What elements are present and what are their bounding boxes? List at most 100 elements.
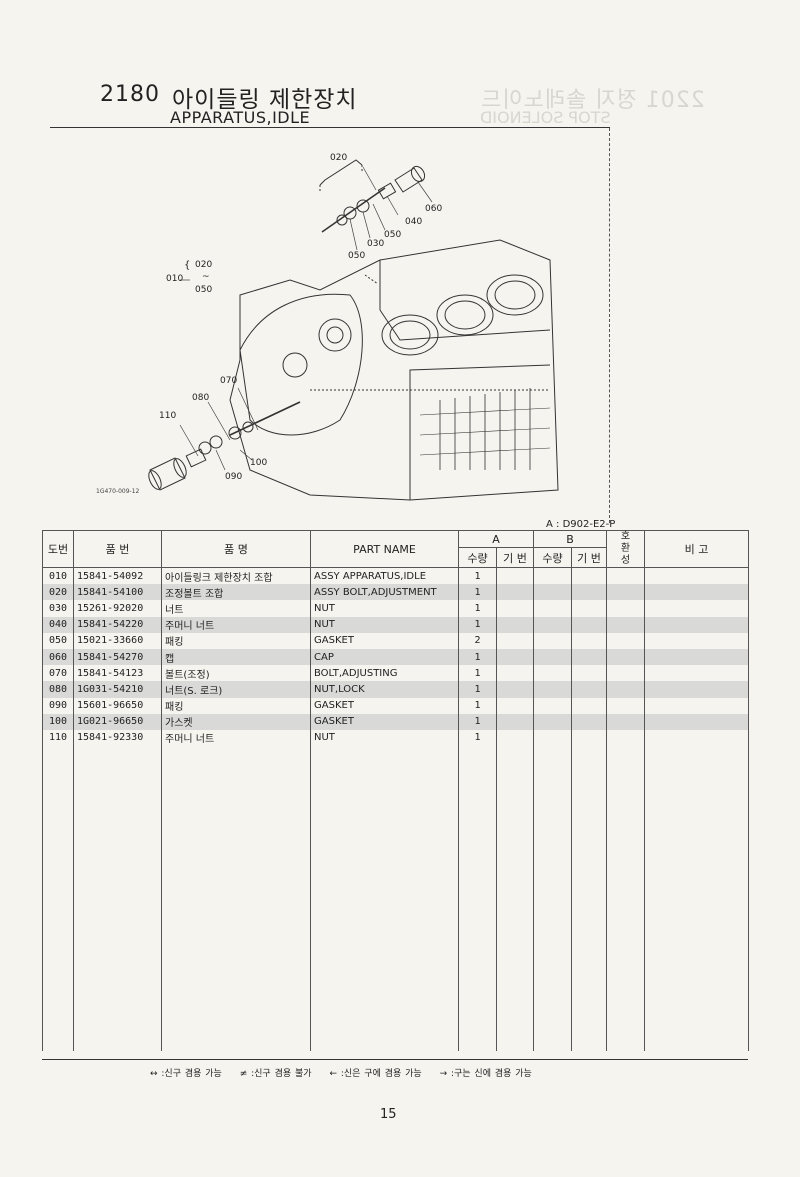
row-qty-a: 1 [458, 697, 497, 714]
callout-100: 100 [250, 458, 268, 468]
row-ref: 050 [42, 632, 74, 649]
row-part-number: 15841-92330 [73, 729, 162, 747]
header-name-korean: 품 명 [161, 530, 311, 568]
callout-020: 020 [330, 153, 348, 163]
row-ref: 100 [42, 713, 74, 730]
header-remarks: 비 고 [644, 530, 750, 568]
adjustment-bolt-assembly [319, 159, 426, 285]
cylinder-bore [381, 314, 439, 356]
callout-050: 050 [384, 230, 402, 240]
header-qty-b: 수량 [533, 547, 572, 568]
row-ref: 070 [42, 665, 74, 682]
engine-block-outline [229, 239, 559, 501]
row-name-korean: 가스켓 [161, 713, 311, 730]
row-name-korean: 너트(S. 로크) [161, 681, 311, 698]
callout-080: 080 [192, 393, 210, 403]
header-part-name: PART NAME [310, 530, 459, 568]
row-part-name: ASSY APPARATUS,IDLE [310, 567, 459, 585]
table-row: 100 1G021-96650 가스켓 GASKET 1 [42, 713, 750, 730]
header-code-b: 기 번 [570, 547, 608, 568]
row-part-number: 15841-54270 [73, 648, 162, 666]
row-ref: 080 [42, 681, 74, 698]
gear-housing [239, 293, 363, 436]
table-row: 090 15601-96650 패킹 GASKET 1 [42, 697, 750, 714]
row-qty-a: 1 [458, 729, 497, 747]
callout-090: 090 [225, 472, 243, 482]
table-row: 080 1G031-54210 너트(S. 로크) NUT,LOCK 1 [42, 681, 750, 698]
row-name-korean: 주머니 너트 [161, 616, 311, 633]
table-bottom-rule [42, 1059, 748, 1060]
row-ref: 020 [42, 584, 74, 601]
header-qty-a: 수량 [458, 547, 497, 568]
row-ref: 110 [42, 729, 74, 747]
row-part-number: 15841-54100 [73, 584, 162, 601]
title-rule [50, 127, 610, 128]
row-part-number: 1G021-96650 [73, 713, 162, 730]
row-qty-a: 2 [458, 632, 497, 649]
row-part-number: 15841-54123 [73, 665, 162, 682]
callout-070: 070 [220, 376, 238, 386]
table-row: 050 15021-33660 패킹 GASKET 2 [42, 632, 750, 649]
legend-item: ← :신은 구에 겸용 가능 [329, 1069, 422, 1079]
page-number: 15 [380, 1107, 397, 1122]
row-ref: 060 [42, 648, 74, 666]
callout-030: 030 [367, 239, 385, 249]
figure-code: 1G470-009-12 [96, 488, 140, 495]
callout-060: 060 [425, 204, 443, 214]
table-row: 060 15841-54270 캡 CAP 1 [42, 648, 750, 666]
callout-050-b: 050 [348, 251, 366, 261]
header-model-a: A [458, 529, 534, 549]
legend-item: ↔ :신구 겸용 가능 [150, 1069, 222, 1079]
header-ref: 도번 [42, 530, 74, 568]
callout-010: 010 [166, 274, 184, 284]
table-row: 030 15261-92020 너트 NUT 1 [42, 600, 750, 617]
table-row: 110 15841-92330 주머니 너트 NUT 1 [42, 729, 750, 747]
row-part-name: NUT,LOCK [310, 681, 459, 698]
row-part-number: 15601-96650 [73, 697, 162, 714]
row-name-korean: 패킹 [161, 632, 311, 649]
row-qty-a: 1 [458, 648, 497, 666]
callout-layer: 020 060 040 050 030 050 010 { 020 ~ 050 … [159, 153, 443, 482]
row-part-name: NUT [310, 729, 459, 747]
row-part-name: NUT [310, 600, 459, 617]
row-part-name: GASKET [310, 632, 459, 649]
row-qty-a: 1 [458, 713, 497, 730]
row-part-number: 15021-33660 [73, 632, 162, 649]
row-ref: 040 [42, 616, 74, 633]
row-ref: 010 [42, 567, 74, 585]
cylinder-bore [436, 294, 494, 336]
column-divider [609, 128, 610, 523]
row-part-number: 15841-54092 [73, 567, 162, 585]
row-name-korean: 너트 [161, 600, 311, 617]
row-ref: 030 [42, 600, 74, 617]
row-part-name: GASKET [310, 713, 459, 730]
idle-bolt-assembly [148, 401, 301, 491]
exploded-parts-diagram [148, 159, 559, 501]
row-qty-a: 1 [458, 567, 497, 585]
row-name-korean: 아이들링크 제한장치 조합 [161, 567, 311, 585]
row-qty-a: 1 [458, 584, 497, 601]
row-part-number: 15841-54220 [73, 616, 162, 633]
range-tilde: ~ [202, 272, 210, 282]
row-part-name: BOLT,ADJUSTING [310, 665, 459, 682]
row-name-korean: 주머니 너트 [161, 729, 311, 747]
table-row: 070 15841-54123 볼트(조정) BOLT,ADJUSTING 1 [42, 665, 750, 682]
row-qty-a: 1 [458, 665, 497, 682]
section-title-english: APPARATUS,IDLE [170, 108, 311, 127]
row-part-name: NUT [310, 616, 459, 633]
legend-item: ≠ :신구 겸용 불가 [239, 1069, 312, 1079]
table-row: 010 15841-54092 아이들링크 제한장치 조합 ASSY APPAR… [42, 567, 750, 585]
header-code-a: 기 번 [496, 547, 534, 568]
table-row: 040 15841-54220 주머니 너트 NUT 1 [42, 616, 750, 633]
section-number: 2180 [100, 82, 160, 107]
callout-040: 040 [405, 217, 423, 227]
callout-020-range: 020 [195, 260, 213, 270]
row-name-korean: 조정볼트 조합 [161, 584, 311, 601]
row-qty-a: 1 [458, 616, 497, 633]
bleed-through-subtitle: STOP SOLENOID [480, 108, 611, 127]
row-part-name: GASKET [310, 697, 459, 714]
interchangeability-legend: ↔ :신구 겸용 가능 ≠ :신구 겸용 불가 ← :신은 구에 겸용 가능 →… [150, 1066, 546, 1079]
row-part-name: ASSY BOLT,ADJUSTMENT [310, 584, 459, 601]
legend-item: → :구는 신에 겸용 가능 [439, 1069, 532, 1079]
row-name-korean: 패킹 [161, 697, 311, 714]
